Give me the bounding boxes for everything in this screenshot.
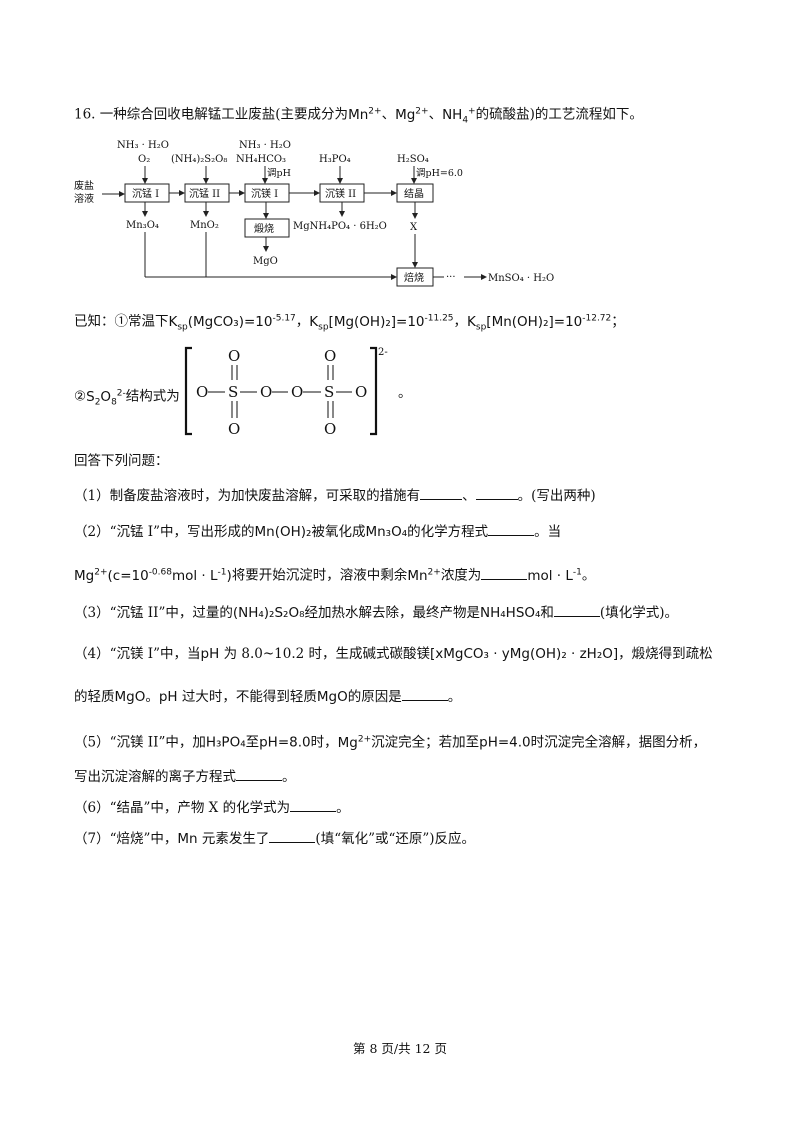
- svg-text:O: O: [260, 383, 272, 401]
- structure-charge: 2-: [378, 347, 388, 358]
- step-label-7: 焙烧: [404, 271, 424, 284]
- answer-intro: 回答下列问题：: [74, 453, 169, 469]
- s2o8-structure: 2- O S O O S O O O O O: [184, 346, 388, 438]
- svg-text:O: O: [355, 383, 367, 401]
- ksp-mgoh2: Ksp[Mg(OH)₂]=10-11.25: [309, 313, 454, 333]
- step-label-5: 结晶: [404, 187, 424, 200]
- reagent-5a: H₂SO₄: [397, 154, 429, 165]
- product-mno2: MnO₂: [190, 220, 219, 231]
- answer-blank[interactable]: [290, 799, 337, 812]
- reagent-3a: NH₃ · H₂O: [239, 140, 291, 151]
- product-x: X: [410, 222, 418, 233]
- sub-question-2-line1: （2）“沉锰 I”中，写出形成的Mn(OH)₂被氧化成Mn₃O₄的化学方程式。当: [74, 523, 562, 540]
- ksp-mgco3: Ksp(MgCO₃)=10-5.17: [168, 313, 296, 333]
- answer-blank[interactable]: [553, 604, 600, 617]
- question-number: 16.: [74, 106, 96, 123]
- ion-s2o8: S2O82-: [86, 388, 126, 408]
- feed-label-1: 废盐: [74, 179, 94, 192]
- product-mn3o4: Mn₃O₄: [126, 220, 159, 231]
- sub-question-3: （3）“沉锰 II”中，过量的(NH₄)₂S₂O₈经加热水解去除，最终产物是NH…: [74, 604, 678, 621]
- step-label-2: 沉锰 II: [189, 187, 220, 200]
- sub-question-1: （1）制备废盐溶液时，为加快废盐溶解，可采取的措施有、。(写出两种): [74, 487, 596, 504]
- svg-text:O: O: [196, 383, 208, 401]
- step-label-4: 沉镁 II: [325, 187, 356, 200]
- page-footer: 第 8 页/共 12 页: [353, 1041, 447, 1056]
- sulfur-atom-2: S: [324, 383, 334, 401]
- sub-question-4-line2: 的轻质MgO。pH 过大时，不能得到轻质MgO的原因是。: [74, 688, 462, 705]
- reagent-1b: O₂: [138, 154, 150, 165]
- question-stem: 16. 一种综合回收电解锰工业废盐(主要成分为Mn2+、Mg2+、NH4+的硫酸…: [74, 106, 643, 126]
- svg-text:O: O: [291, 383, 303, 401]
- product-mgo: MgO: [253, 256, 278, 267]
- sub-question-6: （6）“结晶”中，产物 X 的化学式为。: [74, 799, 350, 816]
- sub-question-7: （7）“焙烧”中，Mn 元素发生了(填“氧化”或“还原”)反应。: [74, 830, 476, 847]
- step-label-1: 沉锰 I: [132, 187, 159, 200]
- answer-blank[interactable]: [236, 768, 282, 781]
- final-product: MnSO₄ · H₂O: [488, 273, 554, 284]
- known-ksp-line: 已知：①常温下Ksp(MgCO₃)=10-5.17，Ksp[Mg(OH)₂]=1…: [74, 313, 625, 333]
- reagent-1a: NH₃ · H₂O: [117, 140, 169, 151]
- step-box-6: [244, 218, 290, 238]
- ion-mn: Mn2+: [348, 106, 382, 123]
- reagent-3c: 调pH: [267, 168, 291, 179]
- sub-question-5-line2: 写出沉淀溶解的离子方程式。: [74, 768, 296, 785]
- answer-blank[interactable]: [420, 487, 463, 500]
- answer-blank[interactable]: [269, 830, 316, 843]
- svg-text:O: O: [228, 347, 240, 365]
- svg-text:O: O: [228, 420, 240, 438]
- reagent-2: (NH₄)₂S₂O₈: [171, 154, 227, 165]
- step-label-6: 煅烧: [254, 222, 274, 235]
- product-mgnh4po4: MgNH₄PO₄ · 6H₂O: [293, 221, 387, 232]
- sub-question-5-line1: （5）“沉镁 II”中，加H₃PO₄至pH=8.0时，Mg2+沉淀完全；若加至p…: [74, 734, 707, 751]
- step-label-3: 沉镁 I: [251, 187, 278, 200]
- answer-blank[interactable]: [481, 567, 528, 580]
- flow-dots: ···: [446, 272, 456, 283]
- reagent-4: H₃PO₄: [319, 154, 351, 165]
- structure-period: 。: [398, 385, 412, 401]
- reagent-3b: NH₄HCO₃: [236, 154, 286, 165]
- sub-question-4-line1: （4）“沉镁 I”中，当pH 为 8.0~10.2 时，生成碱式碳酸镁[xMgC…: [74, 646, 713, 662]
- sulfur-atom-1: S: [228, 383, 238, 401]
- answer-blank[interactable]: [401, 688, 448, 701]
- svg-text:O: O: [324, 347, 336, 365]
- svg-text:O: O: [324, 420, 336, 438]
- ksp-mnoh2: Ksp[Mn(OH)₂]=10-12.72: [467, 313, 612, 333]
- reagent-5b: 调pH=6.0: [416, 168, 463, 179]
- process-flow-diagram: 废盐 溶液 沉锰 I 沉锰 II 沉镁 I 沉镁 II 结晶 NH₃ · H₂O…: [74, 140, 554, 287]
- ion-nh4: NH4+: [442, 106, 476, 126]
- answer-blank[interactable]: [488, 523, 535, 536]
- feed-label-2: 溶液: [74, 192, 94, 205]
- sub-question-2-line2: Mg2+(c=10-0.68mol · L-1)将要开始沉淀时，溶液中剩余Mn2…: [74, 567, 596, 584]
- answer-blank[interactable]: [475, 487, 518, 500]
- structure-label: ②S2O82-结构式为: [74, 388, 180, 408]
- ion-mg: Mg2+: [395, 106, 429, 123]
